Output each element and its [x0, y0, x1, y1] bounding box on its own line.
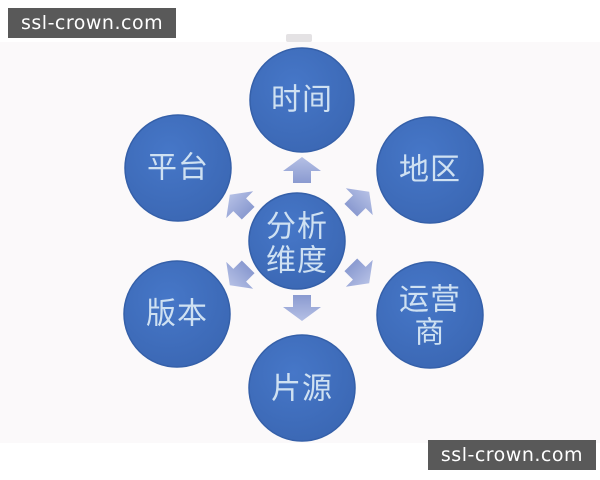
node-platform-label: 平台	[147, 151, 209, 186]
node-source-label: 片源	[271, 372, 333, 407]
node-region-label: 地区	[399, 153, 461, 188]
node-version-label: 版本	[146, 297, 208, 332]
arrow-down-right-icon	[344, 258, 373, 287]
arrow-group	[226, 157, 373, 321]
watermark-top-left: ssl-crown.com	[8, 8, 177, 38]
node-source-circle	[248, 334, 356, 442]
center-label-line2: 维度	[266, 244, 328, 279]
node-labels: 时间 地区 运营 商 片源 版本 平台 分析 维度	[146, 83, 461, 407]
watermark-bottom-right: ssl-crown.com	[427, 440, 596, 470]
arrow-down-icon	[283, 295, 321, 321]
node-region-circle	[376, 116, 484, 224]
node-version-circle	[123, 260, 231, 368]
node-time-circle	[249, 47, 355, 153]
compression-artifact-smudge	[286, 34, 312, 42]
arrow-up-right-icon	[344, 188, 373, 217]
node-operator-label-line2: 商	[415, 316, 446, 351]
center-circle	[248, 192, 346, 290]
node-operator-label-line1: 运营	[399, 283, 461, 318]
node-time-label: 时间	[271, 83, 333, 118]
node-platform-circle	[124, 114, 232, 222]
center-label-line1: 分析	[266, 210, 328, 245]
arrow-up-icon	[283, 157, 321, 183]
node-circles	[123, 47, 484, 442]
node-operator-circle	[376, 261, 484, 369]
arrow-down-left-icon	[226, 260, 255, 289]
arrow-up-left-icon	[226, 191, 255, 220]
